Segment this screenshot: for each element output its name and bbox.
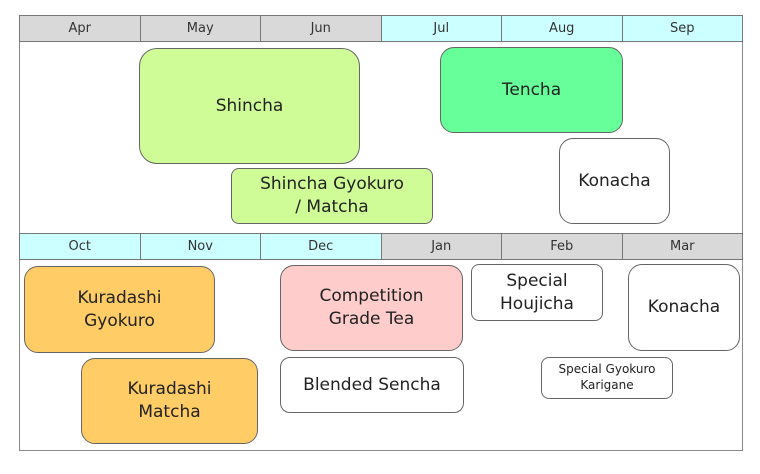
tea-competition-grade: Competition Grade Tea bbox=[280, 265, 463, 351]
tea-konacha-summer: Konacha bbox=[559, 138, 670, 224]
tea-blended-sencha: Blended Sencha bbox=[280, 357, 464, 413]
month-sep: Sep bbox=[622, 16, 742, 41]
tea-kuradashi-matcha: Kuradashi Matcha bbox=[81, 358, 258, 444]
tea-special-houjicha: Special Houjicha bbox=[471, 264, 603, 321]
month-nov: Nov bbox=[140, 234, 261, 259]
month-header-row-1: Apr May Jun Jul Aug Sep bbox=[19, 15, 743, 42]
month-jan: Jan bbox=[381, 234, 502, 259]
tea-kuradashi-gyokuro: Kuradashi Gyokuro bbox=[24, 266, 215, 353]
tea-shincha: Shincha bbox=[139, 48, 360, 164]
month-mar: Mar bbox=[622, 234, 742, 259]
month-feb: Feb bbox=[502, 234, 623, 259]
month-oct: Oct bbox=[20, 234, 141, 259]
month-dec: Dec bbox=[261, 234, 382, 259]
month-header-row-2: Oct Nov Dec Jan Feb Mar bbox=[19, 233, 743, 260]
tea-shincha-gyokuro-matcha: Shincha Gyokuro / Matcha bbox=[231, 168, 433, 224]
month-aug: Aug bbox=[502, 16, 623, 41]
tea-special-gyokuro-karigane: Special Gyokuro Karigane bbox=[541, 357, 673, 399]
month-jul: Jul bbox=[381, 16, 502, 41]
month-apr: Apr bbox=[20, 16, 141, 41]
tea-tencha: Tencha bbox=[440, 47, 623, 133]
tea-konacha-winter: Konacha bbox=[628, 264, 740, 351]
month-jun: Jun bbox=[261, 16, 382, 41]
month-may: May bbox=[140, 16, 261, 41]
